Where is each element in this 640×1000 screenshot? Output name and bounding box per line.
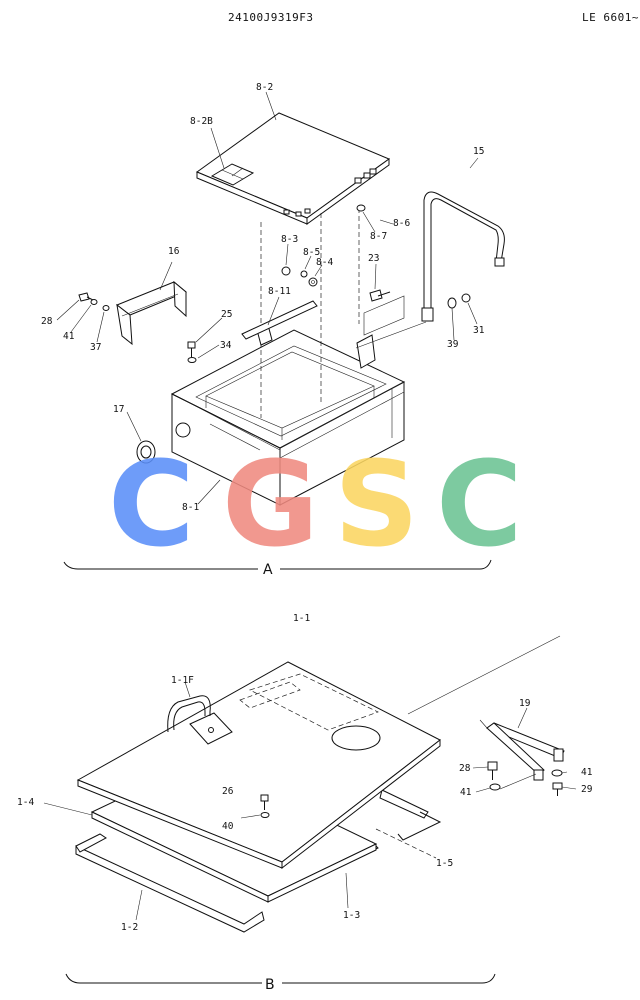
label-23: 23 (368, 253, 379, 264)
bracket-16 (116, 280, 187, 346)
box-body-8-1 (170, 324, 406, 506)
section-a-assembly: 8-2 8-2B 15 8-3 8-5 8-4 8-7 8-6 16 23 8-… (41, 82, 505, 578)
bracket-19 (479, 719, 565, 781)
document-number: 24100J9319F3 (228, 11, 314, 24)
label-16: 16 (168, 246, 180, 257)
label-25: 25 (221, 309, 232, 320)
label-8-7: 8-7 (370, 231, 387, 242)
label-37: 37 (90, 342, 101, 353)
label-1-1f: 1-1F (171, 675, 194, 686)
section-b-brace-right (282, 973, 496, 984)
label-8-2: 8-2 (256, 82, 273, 93)
label-26: 26 (222, 786, 234, 797)
label-1-2: 1-2 (121, 922, 138, 933)
watermark-letter-1: C (108, 435, 195, 573)
handle-15 (421, 191, 505, 322)
label-28-a: 28 (41, 316, 53, 327)
label-41-b-left: 41 (460, 787, 472, 798)
label-39: 39 (447, 339, 459, 350)
gasket-1-2 (75, 833, 265, 933)
label-8-2b: 8-2B (190, 116, 213, 127)
label-8-4: 8-4 (316, 257, 333, 268)
watermark-letter-3: S (334, 435, 419, 573)
label-41-a: 41 (63, 331, 75, 342)
watermark: C G S C (108, 435, 523, 573)
label-8-6: 8-6 (393, 218, 410, 229)
label-1-1: 1-1 (293, 613, 310, 624)
label-8-5: 8-5 (303, 247, 320, 258)
section-a-brace-left (63, 561, 258, 570)
lid-8-2 (195, 112, 391, 225)
section-b-label: B (265, 977, 275, 993)
label-15: 15 (473, 146, 484, 157)
label-8-3: 8-3 (281, 234, 298, 245)
watermark-letter-4: C (436, 435, 523, 573)
section-b-assembly: 1-1 (17, 613, 593, 993)
section-b-brace-left (65, 973, 262, 984)
label-19: 19 (519, 698, 531, 709)
section-a-label: A (263, 562, 273, 578)
label-1-5: 1-5 (436, 858, 453, 869)
serial-reference: LE 6601~ (582, 11, 639, 24)
label-1-3: 1-3 (343, 910, 360, 921)
label-8-11: 8-11 (268, 286, 291, 297)
watermark-letter-2: G (222, 435, 319, 573)
label-31: 31 (473, 325, 485, 336)
label-1-4: 1-4 (17, 797, 34, 808)
label-40: 40 (222, 821, 234, 832)
label-28-b: 28 (459, 763, 471, 774)
label-8-1: 8-1 (182, 502, 199, 513)
cover-plate-1-1 (76, 661, 441, 870)
label-41-b-right: 41 (581, 767, 593, 778)
section-a-brace-right (280, 559, 492, 570)
label-17: 17 (113, 404, 124, 415)
label-29: 29 (581, 784, 593, 795)
label-34: 34 (220, 340, 232, 351)
